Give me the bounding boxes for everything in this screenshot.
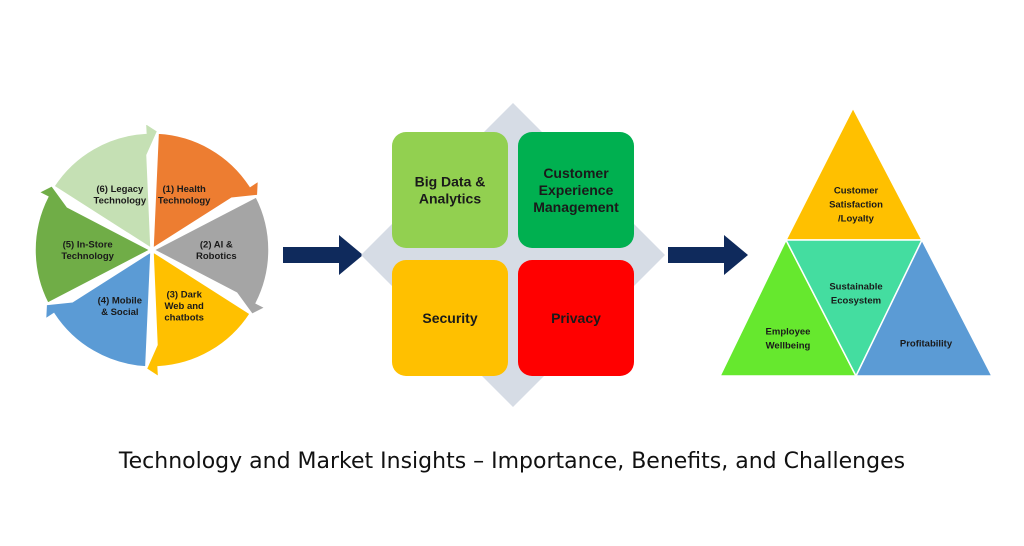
tile-cem xyxy=(518,132,634,248)
cycle-segment-darkweb xyxy=(145,250,252,379)
cycle-label-ai: (2) AI &Robotics xyxy=(196,240,237,263)
pyramid-label-top-line: Satisfaction xyxy=(829,199,883,210)
cycle-label-mobile-line: & Social xyxy=(101,307,139,318)
tile-label-bigdata-line: Analytics xyxy=(419,190,481,206)
pyramid-label-right-line: Profitability xyxy=(900,338,953,349)
cycle-label-health-line: Technology xyxy=(158,195,211,206)
pyramid-label-center-line: Sustainable xyxy=(829,281,882,292)
caption: Technology and Market Insights – Importa… xyxy=(118,449,906,474)
tile-label-privacy-line: Privacy xyxy=(551,310,601,326)
cycle-segment-ai xyxy=(152,195,270,316)
pyramid-label-center-line: Ecosystem xyxy=(831,295,881,306)
cycle-segment-health xyxy=(152,132,260,250)
cycle-label-legacy-line: Technology xyxy=(94,195,147,206)
cycle-label-darkweb-line: chatbots xyxy=(164,313,204,324)
tile-label-cem-line: Customer xyxy=(543,165,609,181)
tile-label-bigdata-line: Big Data & xyxy=(415,173,486,189)
cycle-segment-mobile xyxy=(44,250,152,368)
cycle-segment-instore xyxy=(34,184,152,305)
arrow-right-icon xyxy=(668,235,748,275)
arrow-right-icon xyxy=(283,235,363,275)
pyramid-right xyxy=(854,238,994,377)
tile-bigdata xyxy=(392,132,508,248)
tile-label-bigdata: Big Data &Analytics xyxy=(415,173,486,206)
pyramid-label-top-line: Customer xyxy=(834,185,879,196)
cycle-label-ai-line: Robotics xyxy=(196,251,237,262)
cycle-label-mobile-line: (4) Mobile xyxy=(98,295,142,306)
tile-privacy xyxy=(518,260,634,376)
cycle-label-instore-line: Technology xyxy=(61,251,114,262)
cycle-label-legacy-line: (6) Legacy xyxy=(96,184,144,195)
pyramid-label-left-line: Employee xyxy=(766,326,811,337)
flow-arrows xyxy=(283,235,748,275)
cycle-label-instore-line: (5) In-Store xyxy=(63,240,113,251)
cycle-label-darkweb-line: (3) Dark xyxy=(166,290,202,301)
cycle-label-ai-line: (2) AI & xyxy=(200,240,233,251)
cycle-label-health-line: (1) Health xyxy=(163,184,206,195)
tile-label-cem-line: Management xyxy=(533,199,619,215)
cycle-label-mobile: (4) Mobile& Social xyxy=(98,295,142,318)
tile-label-privacy: Privacy xyxy=(551,310,601,326)
cycle-segment-legacy xyxy=(52,121,159,250)
pyramid-label-top-line: /Loyalty xyxy=(838,213,875,224)
pyramid-label-left-line: Wellbeing xyxy=(766,340,811,351)
cycle-label-darkweb-line: Web and xyxy=(164,301,204,312)
tile-label-cem-line: Experience xyxy=(539,182,614,198)
tile-label-security: Security xyxy=(422,310,477,326)
pyramid-label-right: Profitability xyxy=(900,338,953,349)
tile-security xyxy=(392,260,508,376)
tile-label-security-line: Security xyxy=(422,310,477,326)
